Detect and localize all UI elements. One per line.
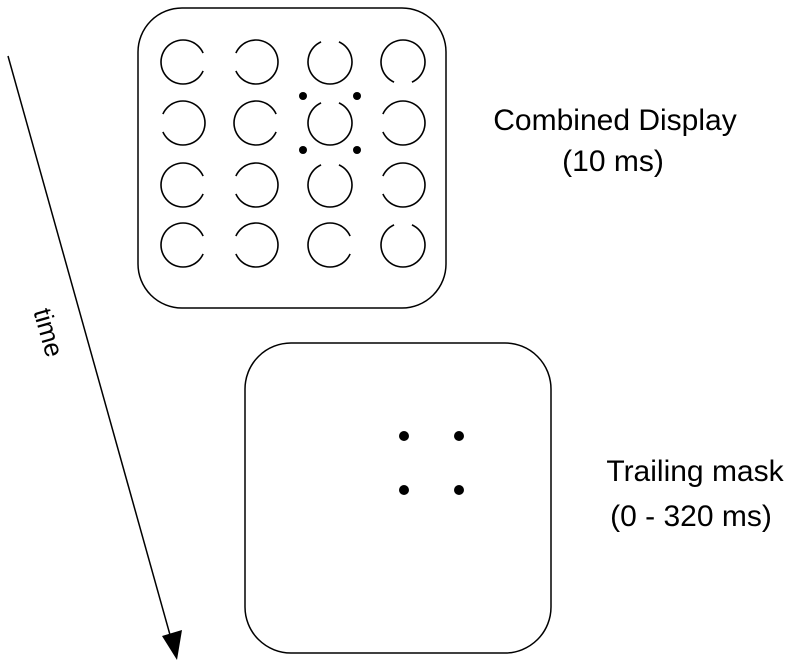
target-marker-dot-2 (353, 92, 361, 100)
ring-r4-c4 (380, 224, 426, 268)
ring-r4-c2 (235, 222, 279, 268)
trailing-mask-duration: (0 - 320 ms) (610, 500, 772, 533)
ring-r2-c3 (307, 102, 353, 146)
ring-r4-c1 (160, 222, 204, 268)
mask-dot-3 (399, 485, 409, 495)
mask-dot-1 (399, 431, 409, 441)
ring-grid (160, 39, 426, 268)
ring-r1-c3 (307, 41, 353, 85)
ring-r3-c3 (307, 164, 353, 208)
ring-r2-c1 (162, 100, 206, 146)
ring-r3-c1 (160, 162, 204, 208)
ring-r1-c2 (235, 39, 279, 85)
ring-r3-c2 (235, 162, 279, 208)
combined-display-duration: (10 ms) (562, 145, 664, 178)
trailing-mask-border (244, 342, 552, 654)
mask-dot-2 (454, 431, 464, 441)
combined-display-title: Combined Display (493, 104, 736, 137)
time-label: time (27, 305, 69, 360)
combined-display-border (137, 7, 447, 309)
mask-dot-4 (454, 485, 464, 495)
ring-r2-c2 (233, 100, 277, 146)
ring-r1-c1 (160, 39, 204, 85)
combined-display-frame (137, 7, 447, 309)
trailing-mask-frame (244, 342, 552, 654)
target-marker-dot-3 (299, 146, 307, 154)
time-axis: time (7, 55, 182, 660)
ring-r4-c3 (307, 222, 351, 268)
time-arrow-shaft (7, 55, 173, 643)
target-marker-dot-4 (353, 146, 361, 154)
arrow-down-right-icon (162, 630, 182, 660)
ring-r3-c4 (382, 162, 426, 208)
ring-r2-c4 (382, 100, 426, 146)
target-marker-dot-1 (299, 92, 307, 100)
target-marker (299, 92, 361, 154)
ring-r1-c4 (380, 39, 426, 83)
trailing-mask-title: Trailing mask (606, 455, 784, 488)
mask-dots (399, 431, 464, 495)
